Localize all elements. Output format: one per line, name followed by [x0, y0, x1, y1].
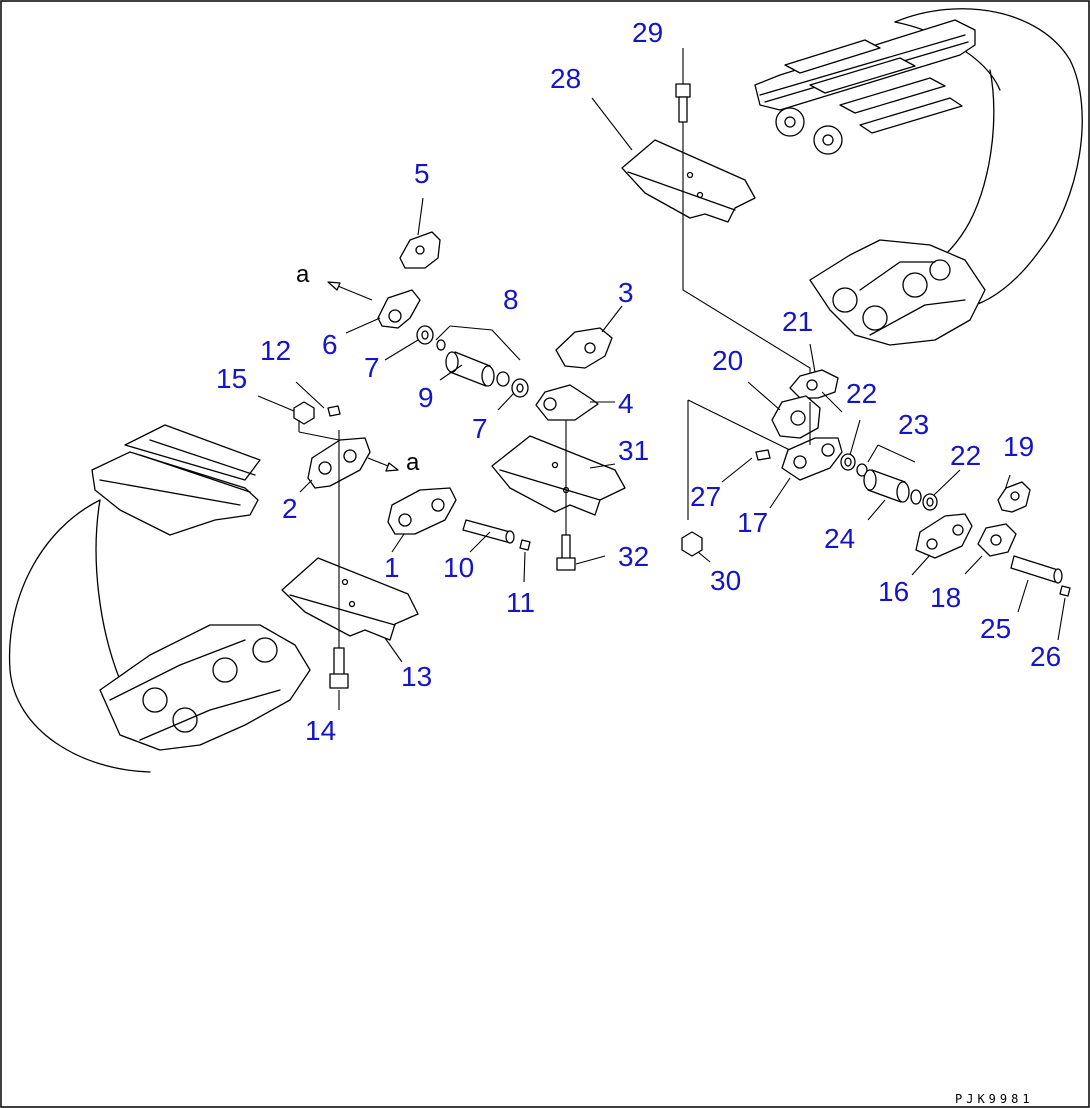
callout-8: 8 [503, 284, 519, 315]
callout-13: 13 [401, 661, 432, 692]
callout-26: 26 [1030, 641, 1061, 672]
part-13 [281, 557, 419, 641]
callout-28: 28 [550, 63, 581, 94]
callout-25: 25 [980, 613, 1011, 644]
callout-3: 3 [618, 277, 634, 308]
callout-31: 31 [618, 435, 649, 466]
part-7-lower [511, 378, 529, 398]
part-5 [399, 231, 441, 269]
callout-2: 2 [282, 493, 298, 524]
callout-16: 16 [878, 576, 909, 607]
drawing-code: PJK9981 [955, 1092, 1034, 1106]
callout-5: 5 [414, 158, 430, 189]
part-19 [997, 481, 1031, 513]
part-30 [681, 531, 703, 557]
callout-4: 4 [618, 388, 634, 419]
callout-7b: 7 [472, 413, 488, 444]
part-17 [781, 437, 843, 481]
part-28 [621, 139, 756, 223]
part-3 [555, 327, 613, 369]
callout-9: 9 [418, 382, 434, 413]
callout-6: 6 [322, 329, 338, 360]
track-loop-right [754, 8, 1083, 346]
part-20 [771, 395, 821, 439]
part-4 [535, 384, 599, 421]
part-26 [1059, 585, 1071, 597]
callout-17: 17 [737, 507, 768, 538]
callout-14: 14 [305, 715, 336, 746]
callout-29: 29 [632, 17, 663, 48]
part-22-left [840, 453, 856, 471]
part-18 [977, 523, 1017, 557]
part-10 [462, 519, 511, 543]
part-14 [333, 647, 345, 676]
callout-1: 1 [384, 552, 400, 583]
part-12 [327, 405, 341, 417]
callout-7a: 7 [364, 352, 380, 383]
part-27 [755, 449, 771, 461]
callout-12: 12 [260, 335, 291, 366]
track-loop-left [8, 424, 311, 773]
callout-27: 27 [690, 481, 721, 512]
callout-19: 19 [1003, 431, 1034, 462]
part-15 [293, 401, 315, 425]
part-21 [789, 369, 839, 399]
part-1 [387, 487, 457, 535]
part-31 [491, 435, 626, 516]
part-6 [377, 289, 421, 329]
callout-22b: 22 [950, 440, 981, 471]
part-32 [561, 534, 571, 561]
callout-30: 30 [710, 565, 741, 596]
part-16 [915, 513, 973, 559]
callout-32: 32 [618, 541, 649, 572]
leader-lines [257, 48, 1066, 710]
callout-labels: 1 2 3 4 5 6 7 7 8 9 10 11 12 13 14 15 16… [216, 17, 1061, 746]
callout-23: 23 [898, 409, 929, 440]
callout-24: 24 [824, 523, 855, 554]
part-7-upper [416, 325, 434, 345]
part-11 [519, 539, 531, 551]
callout-22a: 22 [846, 378, 877, 409]
callout-15: 15 [216, 363, 247, 394]
part-25 [1010, 555, 1059, 583]
view-marker-a-upper: a [296, 261, 310, 288]
callout-21: 21 [782, 306, 813, 337]
track-parts [281, 83, 1071, 689]
callout-18: 18 [930, 582, 961, 613]
part-29 [675, 83, 691, 98]
callout-10: 10 [443, 552, 474, 583]
part-22-right [922, 493, 938, 511]
callout-11: 11 [506, 587, 535, 618]
view-marker-a-lower: a [406, 449, 420, 476]
callout-20: 20 [712, 345, 743, 376]
